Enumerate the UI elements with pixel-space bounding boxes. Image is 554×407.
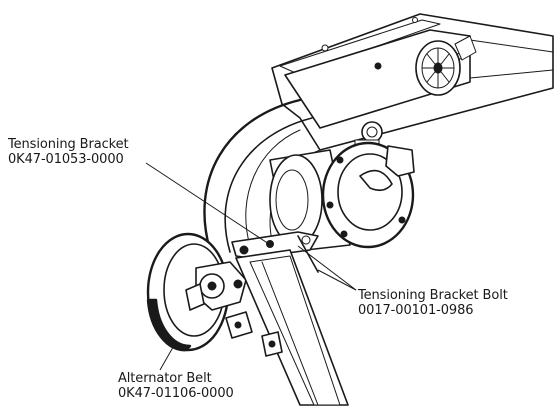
tensioning-bracket-part <box>231 231 319 273</box>
callout-alternator-belt-part-number: 0K47-01106-0000 <box>118 386 234 401</box>
callout-tensioning-bracket: Tensioning Bracket 0K47-01053-0000 <box>8 137 129 167</box>
spoked-wheel <box>415 35 477 96</box>
leader-tensioning-bracket <box>145 162 273 247</box>
callout-tensioning-bracket-bolt: Tensioning Bracket Bolt 0017-00101-0986 <box>358 288 508 318</box>
callout-tensioning-bracket-bolt-name: Tensioning Bracket Bolt <box>358 288 508 303</box>
alternator-pulley <box>146 232 247 352</box>
leader-lines <box>145 162 357 371</box>
callout-alternator-belt: Alternator Belt 0K47-01106-0000 <box>118 371 234 401</box>
leader-alternator-belt <box>159 341 177 371</box>
motor-flange <box>321 141 415 249</box>
callout-alternator-belt-name: Alternator Belt <box>118 371 212 386</box>
callout-tensioning-bracket-part-number: 0K47-01053-0000 <box>8 152 124 167</box>
callout-tensioning-bracket-bolt-part-number: 0017-00101-0986 <box>358 303 474 318</box>
leader-bracket-bolt-a <box>297 245 357 291</box>
upper-frame <box>271 13 554 151</box>
leader-bracket-bolt-b <box>317 269 357 291</box>
callout-tensioning-bracket-name: Tensioning Bracket <box>8 137 129 152</box>
lower-beam <box>225 249 349 406</box>
